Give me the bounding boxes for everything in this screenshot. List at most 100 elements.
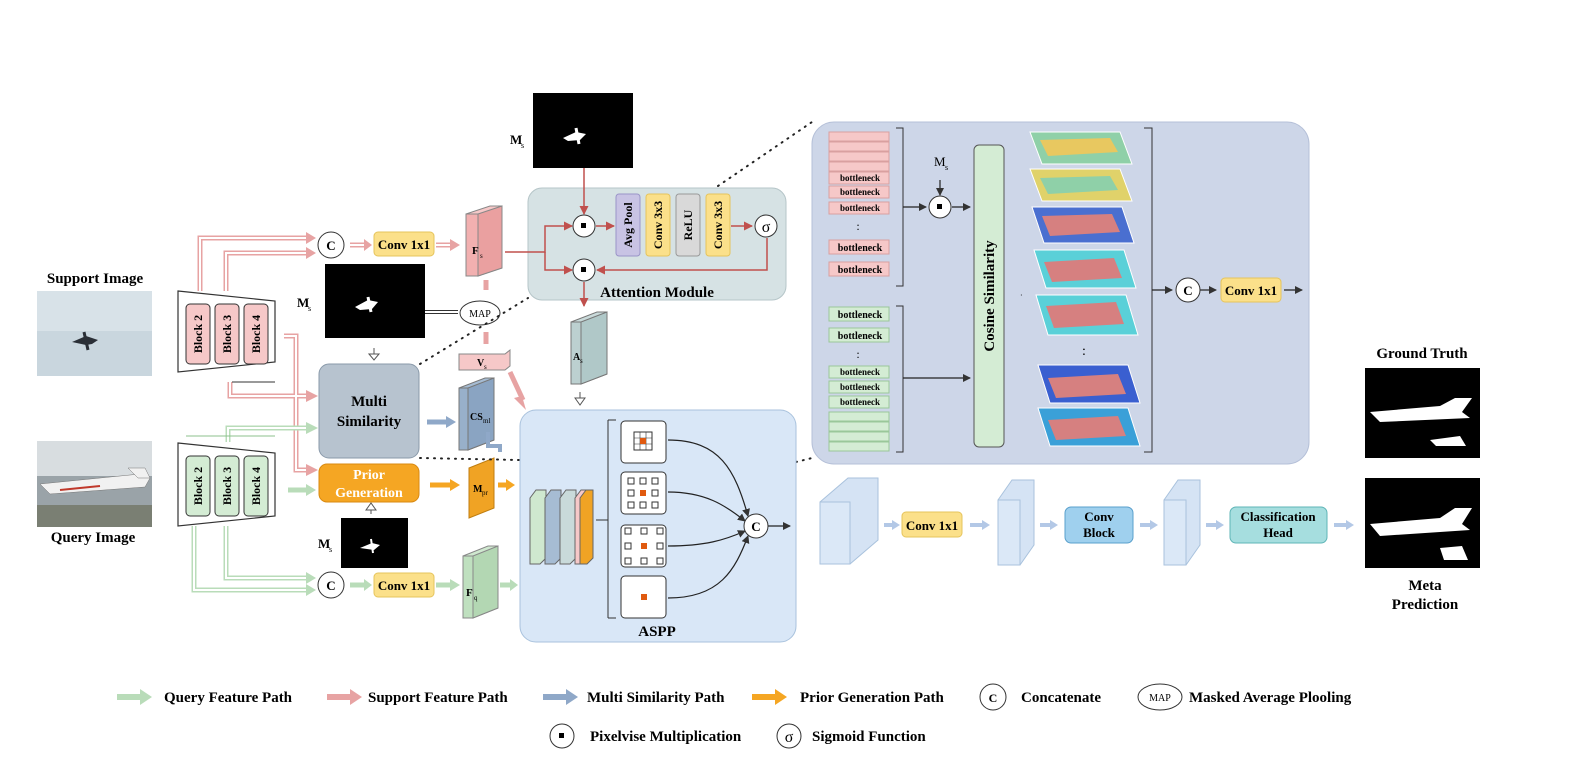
svg-text:Conv 1x1: Conv 1x1 [906, 518, 958, 533]
svg-text:ml: ml [483, 417, 490, 425]
cos-conv1x1 [1220, 277, 1282, 303]
q-bottleneck-1: bottleneck [838, 310, 883, 321]
svg-text:CS: CS [470, 412, 483, 423]
aspp-input-stack [529, 489, 594, 565]
legend: Query Feature Path Support Feature Path … [117, 683, 1352, 749]
aspp-concat [743, 513, 769, 539]
query-block-2: Block 2 [191, 467, 205, 505]
meta-label-2: Prediction [1392, 597, 1459, 613]
relu [675, 193, 701, 257]
aspp-branch-1 [620, 420, 667, 464]
cosine-similarity-block [973, 144, 1005, 448]
svg-text:σ: σ [762, 219, 771, 236]
s-bottleneck-4: bottleneck [838, 243, 883, 254]
svg-text:s: s [329, 545, 332, 554]
svg-text:Generation: Generation [335, 486, 403, 501]
svg-text:Conv 3x3: Conv 3x3 [711, 201, 725, 249]
legend-multi-path: Multi Similarity Path [587, 690, 725, 706]
svg-text:Conv: Conv [1084, 509, 1114, 524]
ms-label-3: M [510, 132, 522, 147]
svg-text:Avg Pool: Avg Pool [621, 202, 635, 248]
ms-label-2: M [318, 536, 330, 551]
svg-text:Head: Head [1263, 525, 1293, 540]
support-bottleneck-stack [828, 131, 890, 277]
aspp-branch-4 [620, 575, 667, 619]
svg-text:·: · [1020, 291, 1023, 300]
s-bottleneck-1: bottleneck [840, 173, 880, 183]
legend-concatenate: Concatenate [1021, 690, 1101, 706]
svg-text:Multi: Multi [351, 394, 387, 410]
svg-text:s: s [580, 357, 583, 365]
aspp-branch-3 [620, 524, 667, 568]
svg-text:s: s [308, 304, 311, 313]
svg-text:s: s [521, 141, 524, 150]
avg-pool [615, 193, 641, 257]
support-paths-inner [199, 237, 452, 471]
svg-text:A: A [573, 352, 581, 363]
svg-text:Block: Block [1083, 525, 1116, 540]
support-mask [325, 264, 425, 338]
q-bottleneck-2: bottleneck [838, 331, 883, 342]
svg-text:Conv 1x1: Conv 1x1 [378, 237, 430, 252]
query-bottleneck-stack [828, 306, 890, 452]
support-block-3: Block 3 [220, 315, 234, 353]
conv-block [1064, 506, 1134, 544]
attention-mask [533, 93, 633, 168]
svg-text:σ: σ [785, 729, 794, 746]
svg-text:Conv 1x1: Conv 1x1 [378, 578, 430, 593]
as-feature: A s [570, 311, 608, 385]
svg-text:C: C [1183, 283, 1192, 298]
svg-text:s: s [484, 363, 487, 371]
q-bottleneck-4: bottleneck [840, 382, 880, 392]
support-block-4: Block 4 [249, 315, 263, 353]
svg-text:Cosine Similarity: Cosine Similarity [982, 240, 998, 352]
map-op [459, 300, 501, 326]
cos-concat [1175, 277, 1201, 303]
conv3x3-1 [645, 193, 671, 257]
support-conv1x1 [373, 231, 435, 257]
query-block-3: Block 3 [220, 467, 234, 505]
svg-text:C: C [326, 238, 335, 253]
svg-text:M: M [473, 484, 483, 495]
svg-text:MAP: MAP [469, 309, 491, 320]
svg-text:F: F [472, 245, 479, 257]
support-backbone: Block 2 Block 3 Block 4 [177, 290, 276, 373]
mpr-feature: M pr [468, 457, 495, 519]
svg-text:q: q [474, 594, 478, 602]
meta-label-1: Meta [1408, 578, 1442, 594]
svg-text:C: C [989, 691, 998, 705]
ground-truth-label: Ground Truth [1376, 346, 1468, 362]
q-bottleneck-3: bottleneck [840, 367, 880, 377]
support-image-label: Support Image [47, 271, 144, 287]
svg-text:F: F [466, 587, 473, 599]
query-backbone: Block 2 Block 3 Block 4 [177, 442, 276, 527]
query-block-4: Block 4 [249, 467, 263, 505]
query-image [37, 441, 152, 527]
svg-text:C: C [326, 578, 335, 593]
q-bottleneck-5: bottleneck [840, 397, 880, 407]
s-bottleneck-2: bottleneck [840, 187, 880, 197]
legend-pixel-mult: Pixelvise Multiplication [590, 729, 742, 745]
conv3x3-2 [705, 193, 731, 257]
similarity-maps [1029, 131, 1141, 447]
decoder-cube-2 [997, 479, 1035, 566]
sigmoid-op [754, 214, 778, 238]
svg-text:Similarity: Similarity [337, 414, 402, 430]
fs-feature: F s [465, 205, 503, 277]
s-bottleneck-5: bottleneck [838, 265, 883, 276]
vs-vector: V s [458, 348, 511, 371]
s-bottleneck-3: bottleneck [840, 203, 880, 213]
svg-text:Conv 1x1: Conv 1x1 [1225, 283, 1277, 298]
support-concat [317, 231, 345, 259]
decoder-conv1x1 [901, 511, 963, 538]
legend-query-path: Query Feature Path [164, 690, 293, 706]
legend-support-path: Support Feature Path [368, 690, 508, 706]
fq-feature: F q [462, 545, 499, 619]
svg-text:s: s [945, 163, 948, 172]
support-block-2: Block 2 [191, 315, 205, 353]
svg-text:C: C [751, 519, 760, 534]
legend-prior-path: Prior Generation Path [800, 690, 945, 706]
support-image [37, 291, 152, 376]
svg-text:Prior: Prior [353, 468, 385, 483]
